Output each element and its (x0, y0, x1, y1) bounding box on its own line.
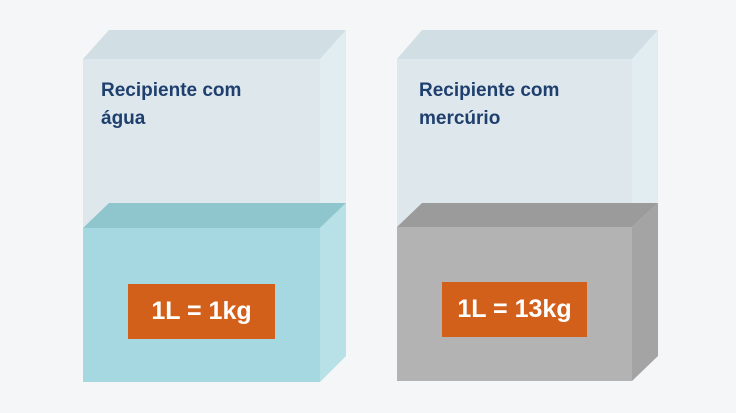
water-container-title-line-1: Recipiente com (101, 80, 242, 101)
mercury-container-glass-front (397, 59, 632, 228)
mercury-container-title: Recipiente com mercúrio (419, 77, 619, 133)
water-container-title: Recipiente com água (101, 77, 301, 133)
mercury-liquid-top (397, 203, 658, 227)
mercury-badge-box (442, 282, 587, 337)
mercury-container (397, 30, 658, 381)
water-density-label: 1L = 1kg (151, 297, 252, 325)
water-container (83, 30, 346, 382)
water-container-glass-side (320, 30, 346, 228)
mercury-container-glass-side (632, 30, 658, 227)
mercury-container-glass-top (397, 30, 658, 59)
water-container-glass-front (83, 59, 320, 229)
water-container-title-line-2: água (101, 108, 146, 129)
water-container-glass-top (83, 30, 346, 59)
mercury-liquid-side (632, 203, 658, 381)
mercury-density-label: 1L = 13kg (457, 295, 572, 323)
mercury-container-title-line-2: mercúrio (419, 108, 501, 129)
mercury-container-title-line-1: Recipiente com (419, 80, 560, 101)
water-liquid-side (320, 203, 346, 382)
water-liquid-top (83, 203, 346, 228)
water-badge-box (128, 284, 275, 339)
